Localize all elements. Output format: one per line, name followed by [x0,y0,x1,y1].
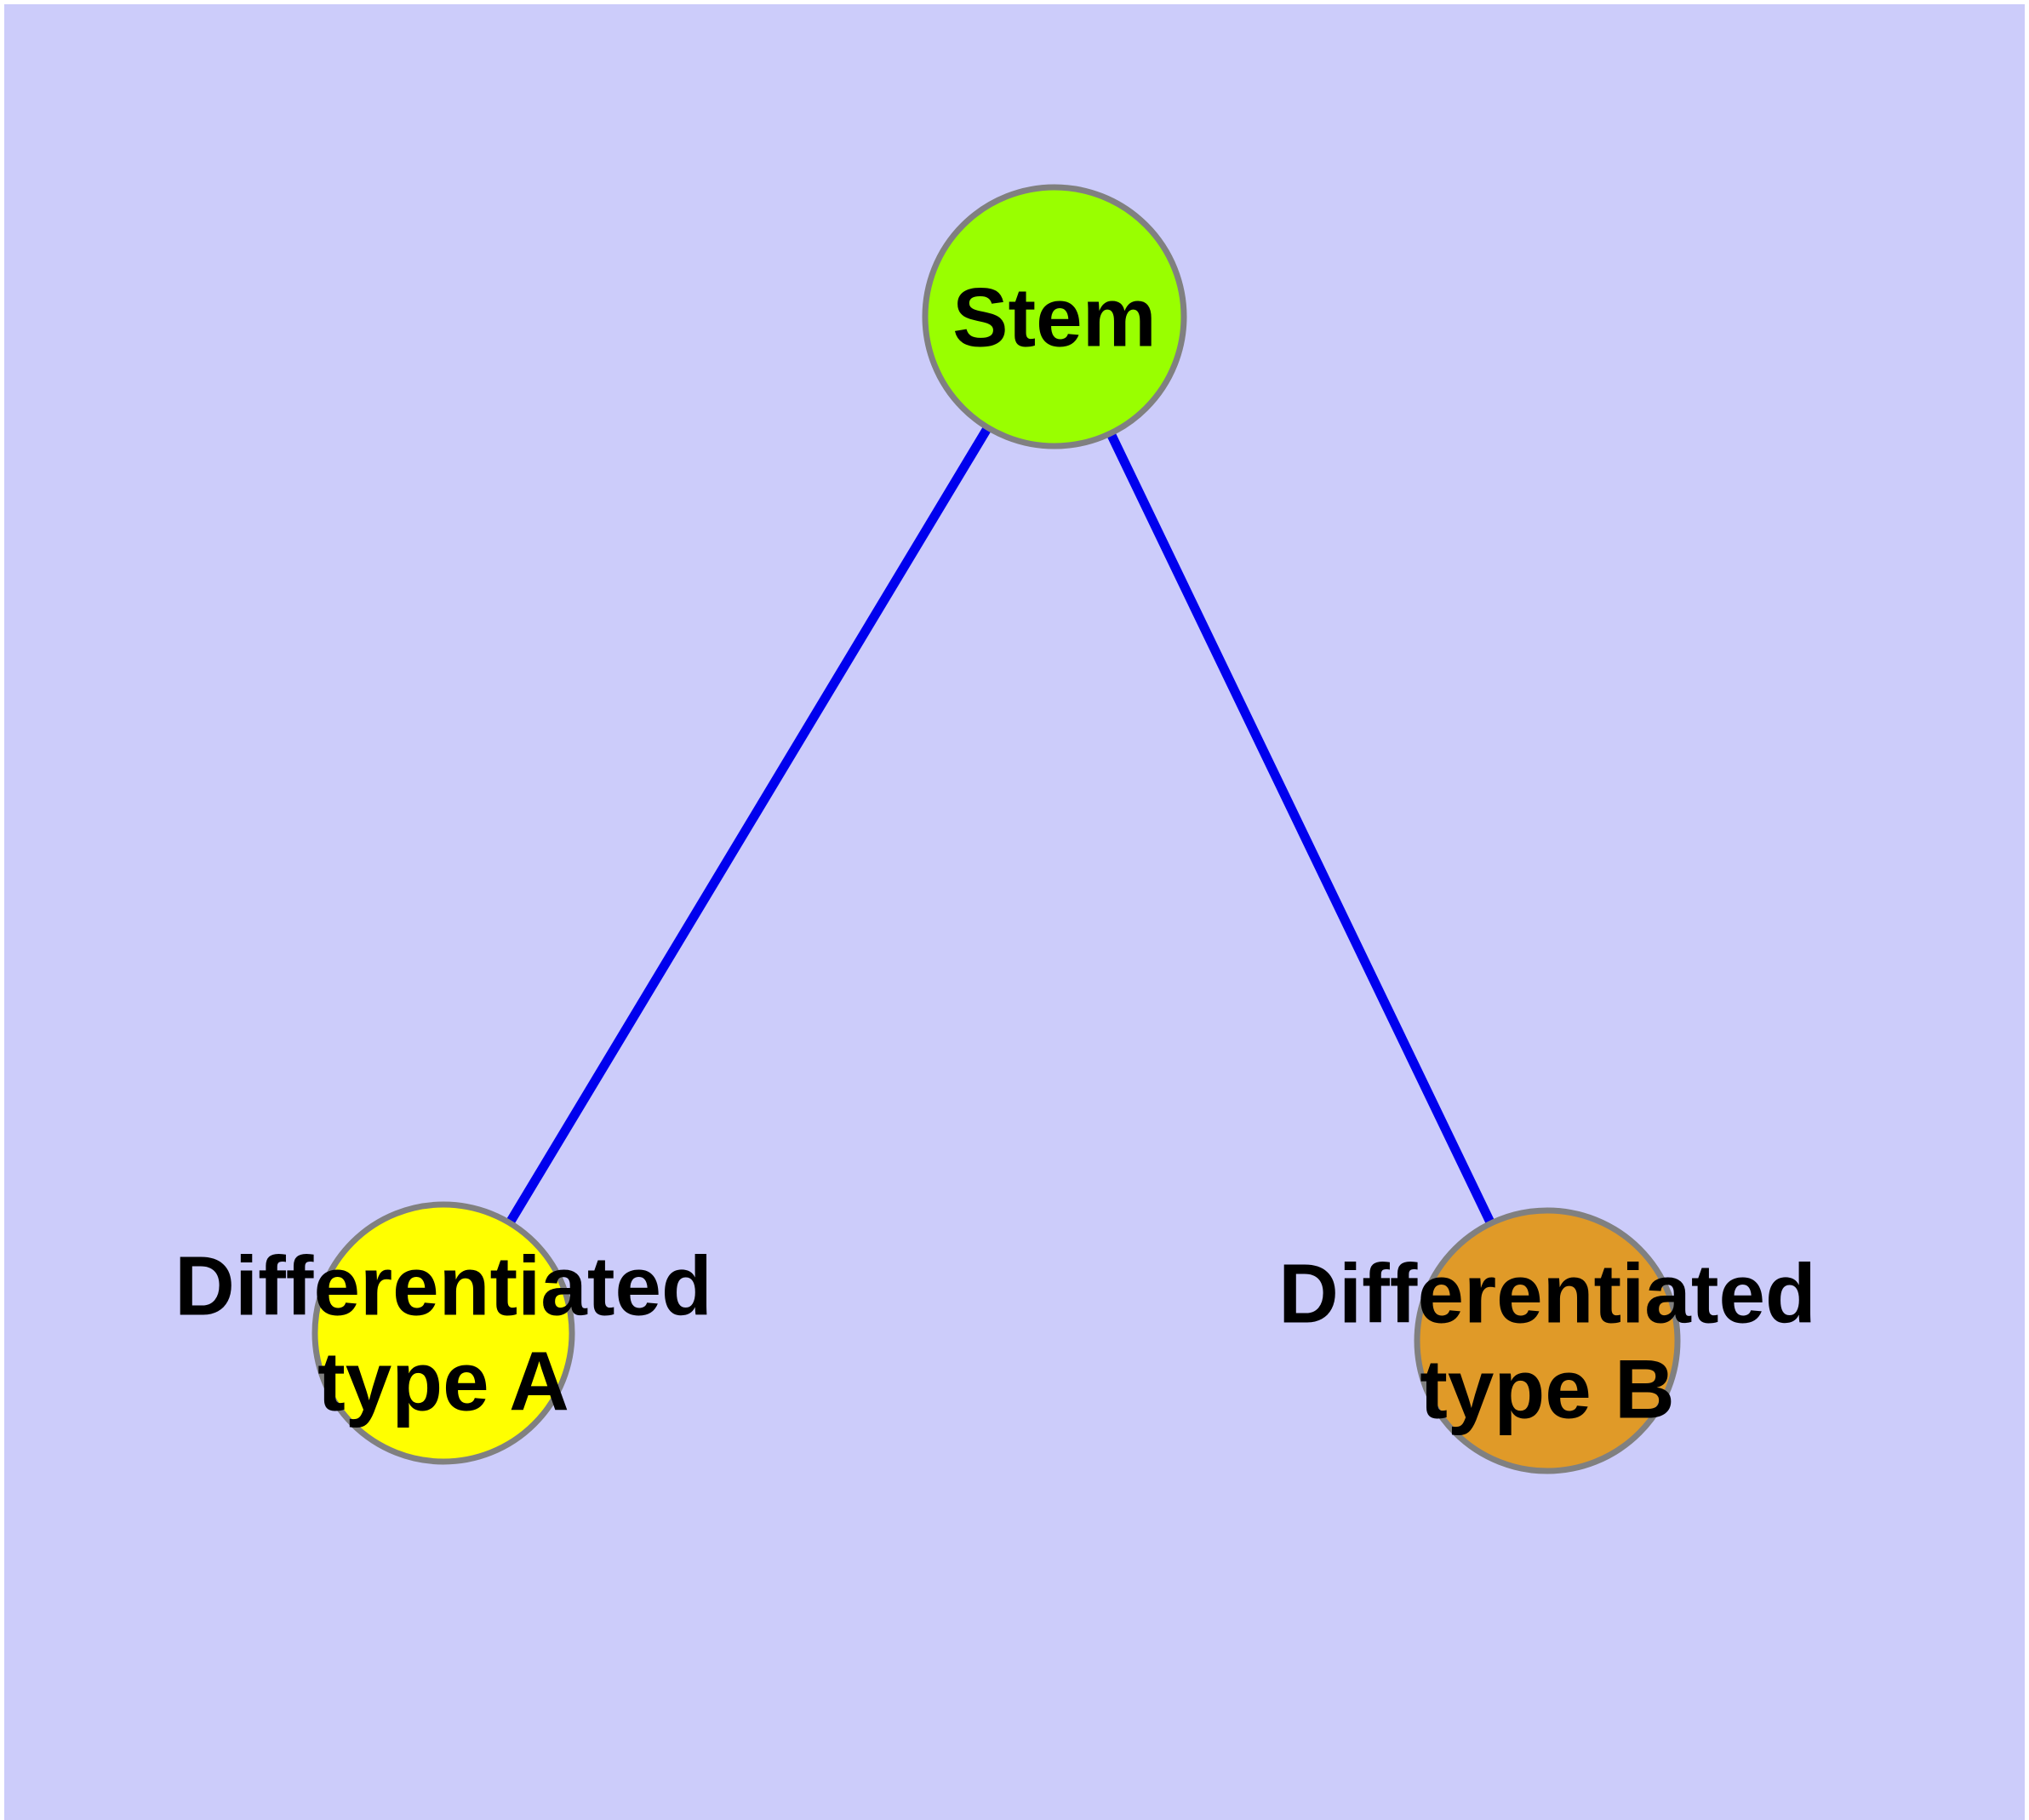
node-label-line: Differentiated [1278,1246,1816,1340]
edge-stem-diff-a[interactable] [439,314,1059,1336]
edge-stem-diff-b[interactable] [1050,314,1552,1343]
edges-layer [439,314,1552,1343]
node-diff_b[interactable] [1414,1207,1681,1474]
node-label-line: Differentiated [174,1239,712,1332]
nodes-layer [311,184,1681,1474]
node-diff_a[interactable] [311,1201,575,1465]
node-label-line: Stem [952,270,1157,363]
node-stem[interactable] [922,184,1187,449]
node-label-line: type A [317,1334,569,1428]
node-label-line: type B [1420,1342,1675,1435]
node-label-stem: Stem [952,270,1157,363]
